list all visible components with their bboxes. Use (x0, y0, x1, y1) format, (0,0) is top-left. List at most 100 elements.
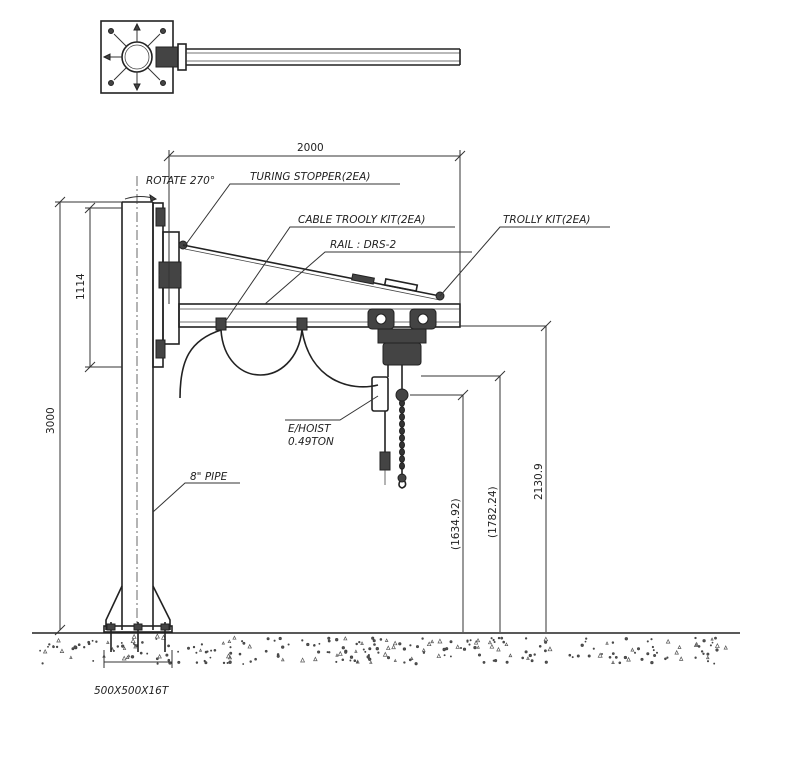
gravel-speck (678, 656, 684, 661)
gravel-speck (597, 652, 603, 658)
gravel-speck (605, 641, 609, 645)
gravel-speck (106, 640, 110, 644)
gravel-speck (455, 644, 460, 649)
chain-link (399, 406, 405, 414)
gravel-speck (177, 650, 180, 653)
trolly-kit-label: TROLLY KIT(2EA) (503, 214, 591, 226)
gravel-speck (487, 640, 492, 645)
gravel-speck (508, 653, 513, 658)
plan-pipe (121, 41, 153, 73)
gravel-speck (368, 647, 372, 651)
gravel-speck (306, 642, 310, 647)
hoist-capacity-label: 0.49TON (288, 436, 334, 448)
gravel-speck (415, 645, 420, 649)
gravel-speck (706, 660, 710, 663)
gravel-speck (192, 645, 196, 649)
gravel-speck (39, 649, 41, 652)
gravel-speck (276, 654, 280, 658)
chain-link (399, 448, 405, 456)
gravel-speck (229, 651, 233, 655)
gravel-speck (364, 650, 367, 653)
gravel-speck (155, 638, 158, 640)
gravel-speck (227, 639, 232, 644)
gravel-speck (547, 646, 553, 652)
gravel-speck (505, 660, 509, 664)
gravel-speck (492, 638, 495, 642)
gravel-speck (693, 642, 699, 647)
pipe-label: 8" PIPE (190, 471, 228, 483)
hoist-name-label: E/HOIST (288, 423, 332, 435)
gravel-speck (568, 653, 572, 657)
gravel-speck (120, 641, 123, 644)
gravel-speck (466, 640, 469, 643)
gravel-speck (280, 657, 285, 662)
chain-link (399, 441, 405, 449)
gravel-speck (385, 645, 391, 650)
gravel-speck (232, 635, 237, 640)
gravel-speck (198, 648, 203, 652)
gravel-speck (91, 639, 94, 642)
gravel-speck (156, 662, 159, 665)
gravel-speck (393, 658, 397, 662)
gravel-speck (83, 646, 86, 649)
gravel-speck (281, 645, 285, 649)
gravel-speck (414, 662, 418, 666)
gravel-speck (476, 645, 480, 649)
gravel-speck (714, 636, 717, 640)
gravel-speck (651, 645, 654, 649)
gravel-speck (375, 647, 379, 651)
gravel-speck (130, 655, 135, 659)
gravel-speck (354, 649, 358, 653)
gravel-speck (710, 637, 714, 641)
gravel-speck (353, 659, 357, 662)
gravel-speck (121, 644, 125, 648)
gravel-speck (226, 661, 229, 665)
gravel-speck (449, 655, 452, 658)
gravel-speck (369, 660, 373, 664)
gravel-speck (587, 654, 591, 658)
gravel-speck (360, 641, 364, 645)
gravel-speck (122, 646, 127, 650)
gravel-speck (157, 653, 162, 659)
rotate-label: ROTATE 270° (146, 175, 215, 187)
gravel-speck (709, 644, 712, 647)
gravel-speck (436, 653, 442, 658)
gravel-speck (442, 647, 446, 652)
gravel-speck (377, 651, 380, 654)
gravel-speck (204, 661, 208, 665)
gravel-speck (95, 640, 98, 643)
boom-bracket (152, 202, 188, 368)
gravel-speck (371, 636, 375, 640)
trolley-kit (367, 308, 437, 344)
gravel-speck (327, 639, 331, 643)
gravel-speck (493, 640, 496, 644)
gravel-speck (41, 662, 44, 665)
gravel-speck (356, 661, 359, 664)
gravel-speck (92, 659, 95, 662)
gravel-speck (409, 644, 412, 647)
gravel-speck (528, 653, 532, 658)
gravel-speck (209, 656, 212, 659)
gravel-speck (154, 633, 160, 639)
gravel-speck (177, 660, 181, 664)
gravel-speck (241, 640, 244, 643)
gravel-speck (633, 651, 637, 654)
gravel-speck (165, 653, 169, 657)
gravel-speck (344, 650, 348, 654)
gravel-speck (497, 636, 501, 640)
gravel-speck (492, 659, 495, 662)
gravel-speck (618, 661, 622, 665)
gravel-speck (77, 643, 81, 647)
gravel-speck (422, 651, 426, 654)
gravel-speck (469, 639, 472, 642)
gravel-speck (636, 647, 641, 651)
gravel-speck (125, 655, 130, 659)
gravel-speck (544, 640, 548, 644)
gravel-speck (254, 657, 257, 661)
gravel-speck (349, 655, 354, 659)
gravel-speck (489, 643, 495, 649)
gravel-speck (313, 656, 318, 662)
gravel-speck (533, 653, 536, 656)
cable-trooly-label: CABLE TROOLY KIT(2EA) (298, 214, 425, 226)
gravel-speck (204, 650, 208, 654)
